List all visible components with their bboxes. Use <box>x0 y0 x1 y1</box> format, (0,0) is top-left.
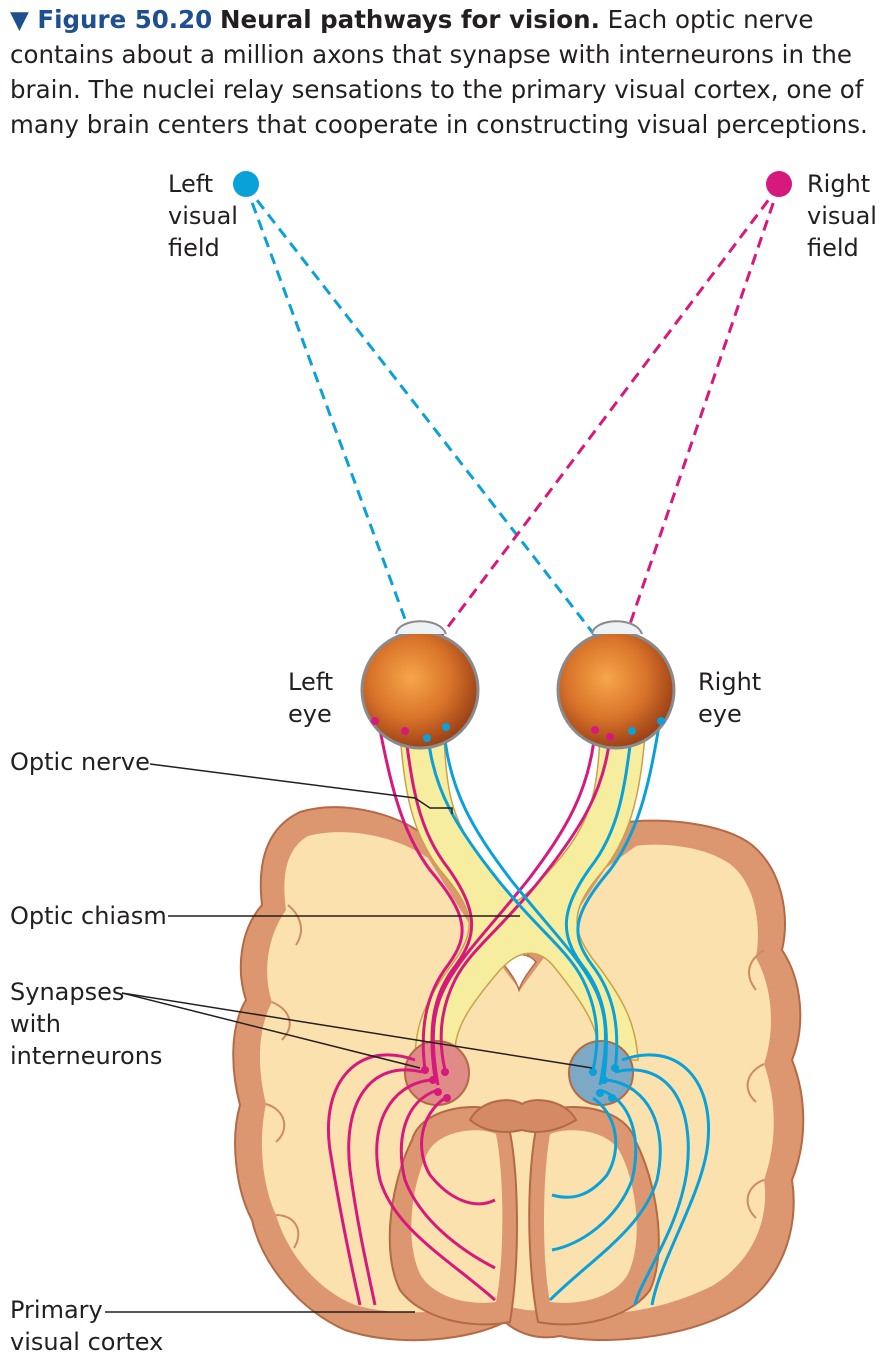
right-field-to-left-eye <box>376 185 781 721</box>
blue-axons <box>426 719 710 1306</box>
optic-nerve-label: Optic nerve <box>10 748 150 776</box>
left-eye-label: Left eye <box>288 668 341 728</box>
right-eye-label: Right eye <box>698 668 769 728</box>
figure-label: ▼ Figure 50.20 <box>10 5 213 34</box>
brain-section <box>232 806 805 1342</box>
retina-points <box>371 717 665 742</box>
right-visual-field-label: Right visual field <box>807 170 884 262</box>
right-eye <box>556 620 676 750</box>
caption-text: Each optic nerve contains about a millio… <box>10 5 868 139</box>
left-visual-field-label: Left visual field <box>168 170 246 262</box>
occipital-lobe-right-inner <box>544 1130 637 1303</box>
primary-visual-cortex-label: Primary visual cortex <box>10 1296 163 1356</box>
synapses-leader-right <box>121 992 593 1069</box>
brain-gyri-right <box>746 949 765 1219</box>
right-visual-field-dot <box>766 171 792 197</box>
synapses-leader-left <box>121 992 421 1069</box>
synapse-dots-right <box>589 1064 619 1102</box>
brain-gyri-left <box>265 904 303 1249</box>
figure-title: Neural pathways for vision. <box>220 5 600 34</box>
optic-chiasm-label: Optic chiasm <box>10 902 167 930</box>
figure-caption: ▼ Figure 50.20 Neural pathways for visio… <box>10 2 878 142</box>
midbrain <box>468 1099 578 1133</box>
left-eye <box>360 620 480 750</box>
light-paths <box>244 185 781 731</box>
leader-lines <box>105 763 593 1313</box>
left-field-to-left-eye <box>244 185 447 729</box>
synapses-label: Synapses with interneurons <box>10 978 162 1070</box>
optic-nerve-leader <box>149 763 453 814</box>
left-visual-field-dot <box>233 171 259 197</box>
synapse-dots-left <box>421 1066 451 1102</box>
